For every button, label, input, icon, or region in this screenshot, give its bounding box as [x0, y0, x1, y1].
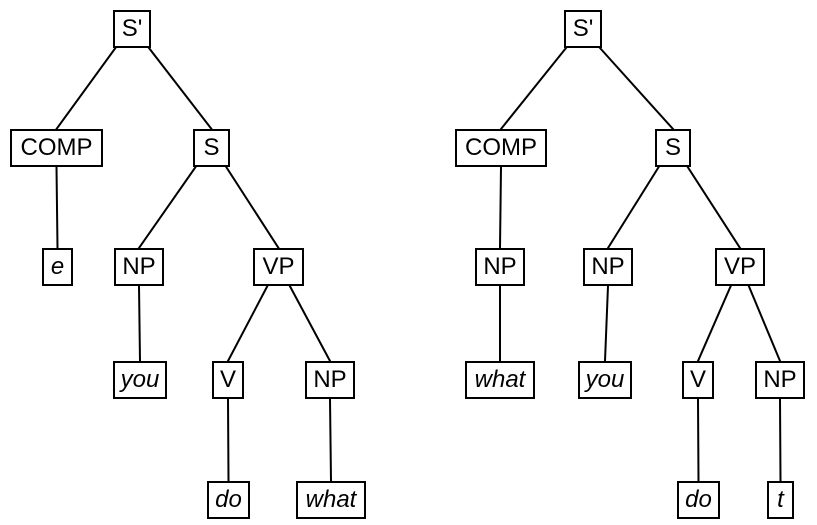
tree-node-l-vp: VP: [253, 248, 304, 286]
tree-edge: [696, 284, 733, 363]
tree-node-l-np1: NP: [114, 248, 164, 286]
tree-node-r-np1: NP: [583, 248, 633, 286]
tree-node-r-sbar: S': [564, 10, 602, 48]
tree-node-l-sbar: S': [113, 10, 151, 48]
tree-edge: [147, 46, 213, 131]
tree-edge: [226, 284, 269, 363]
tree-node-r-t: t: [767, 481, 794, 519]
tree-edge: [686, 165, 742, 250]
tree-node-l-np2: NP: [305, 361, 355, 399]
tree-node-r-do: do: [677, 481, 720, 519]
tree-edge: [137, 284, 142, 363]
tree-node-r-vp: VP: [715, 248, 765, 286]
tree-edge: [137, 165, 197, 250]
tree-node-l-v: V: [212, 361, 244, 399]
tree-edge: [288, 284, 332, 363]
tree-edge: [498, 165, 503, 250]
tree-edge: [696, 397, 700, 483]
tree-edge: [328, 397, 333, 483]
tree-edge: [55, 46, 117, 131]
tree-edge: [226, 397, 230, 483]
tree-node-l-you: you: [113, 361, 167, 399]
tree-node-r-np0: NP: [475, 248, 525, 286]
tree-edge: [499, 46, 568, 131]
tree-node-r-what: what: [465, 361, 535, 399]
tree-node-r-you: you: [578, 361, 632, 399]
tree-node-r-np2: NP: [755, 361, 805, 399]
tree-node-r-comp: COMP: [455, 129, 547, 167]
tree-node-l-e: e: [42, 248, 73, 286]
tree-node-l-comp: COMP: [10, 129, 103, 167]
tree-node-r-v: V: [682, 361, 714, 399]
tree-edge: [55, 165, 59, 250]
tree-node-l-s: S: [193, 129, 230, 167]
tree-edge: [603, 284, 610, 363]
tree-node-r-s: S: [655, 129, 691, 167]
tree-node-l-do: do: [207, 481, 250, 519]
tree-edge: [224, 165, 280, 250]
tree-edge: [778, 397, 782, 483]
tree-edge: [747, 284, 782, 363]
tree-edge: [598, 46, 675, 131]
tree-node-l-what: what: [296, 481, 366, 519]
tree-edge: [606, 165, 661, 250]
